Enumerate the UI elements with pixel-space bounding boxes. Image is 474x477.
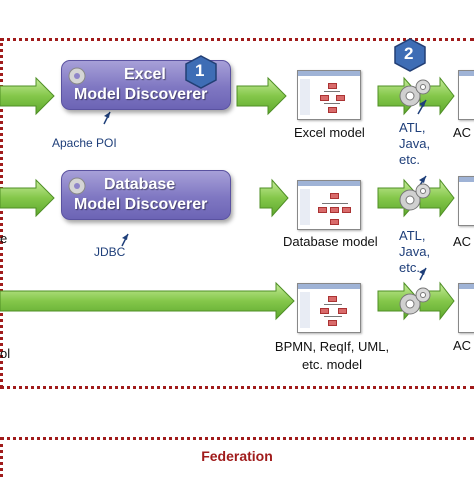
step-2-badge [394,38,426,72]
excel-model-thumbnail [297,70,361,120]
source-label-3: ol [0,346,11,361]
source-label-2: e [0,231,8,246]
gear-icon [399,287,431,315]
gear-icon [399,183,431,211]
gear-icon [399,79,431,107]
target-label-1: AC [453,125,472,140]
jdbc-label: JDBC [94,245,126,259]
target-model-thumbnail-3 [458,283,474,333]
database-discoverer-line2: Model Discoverer [74,196,208,213]
arrow-row3-long [0,281,295,321]
arrow-row2-in [0,178,55,218]
federation-title: Federation [201,448,273,464]
transform-label-1: ATL,Java,etc. [399,120,431,167]
transform-label-2: ATL,Java,etc. [399,228,431,275]
arrow-row1-in [0,76,55,116]
federation-left-border [0,437,3,477]
excel-discoverer-line2: Model Discoverer [74,86,208,103]
arrow-row2-mid [259,178,289,218]
database-discoverer-line1: Database [104,176,176,193]
frame-top-border [0,38,474,41]
excel-model-label: Excel model [294,125,365,140]
database-model-discoverer: Database Model Discoverer [61,170,231,220]
target-model-thumbnail-2 [458,176,474,226]
step-2-number: 2 [404,44,414,63]
gear-icon [68,177,86,195]
bpmn-model-label: BPMN, ReqIf, UML,etc. model [274,339,390,372]
bpmn-model-thumbnail [297,283,361,333]
database-model-label: Database model [283,234,378,249]
gear-icon [68,67,86,85]
database-model-thumbnail [297,180,361,230]
arrow-row1-mid [236,76,287,116]
federation-top-border [0,437,474,440]
step-1-badge [185,55,217,89]
step-1-number: 1 [195,61,205,80]
frame-bottom-border [0,386,474,389]
excel-discoverer-line1: Excel [124,66,166,83]
frame-left-border [0,38,3,388]
apache-poi-label: Apache POI [52,136,117,150]
target-label-2: AC [453,234,472,249]
target-label-3: AC [453,338,472,353]
target-model-thumbnail-1 [458,70,474,120]
